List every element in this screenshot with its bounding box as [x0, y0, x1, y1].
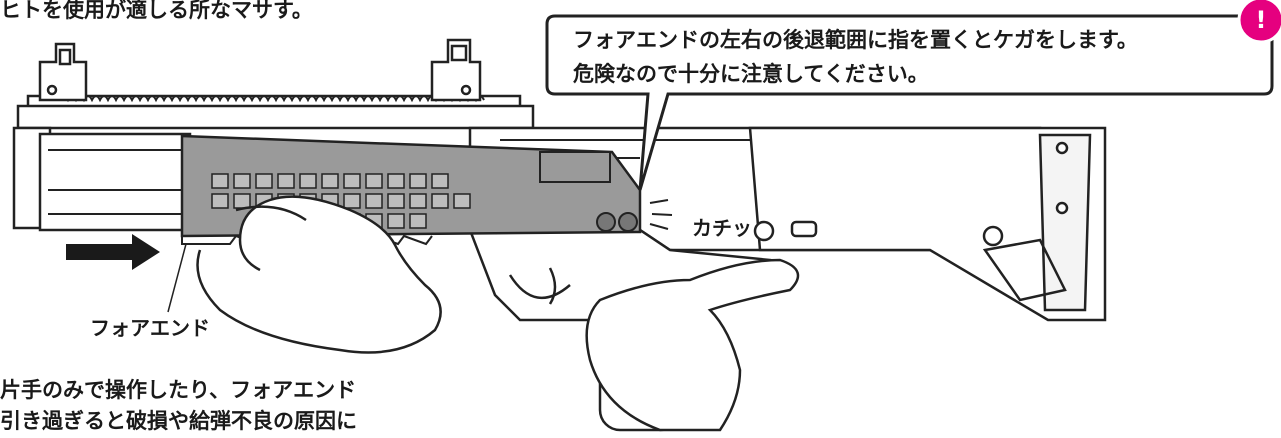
top-text: ヒトを使用が適しる所なマサす。	[0, 0, 313, 22]
note-text-line2: 引き過ぎると破損や給弾不良の原因に	[0, 409, 357, 433]
warning-text-line1: フォアエンドの左右の後退範囲に指を置くとケガをします。	[573, 28, 1138, 52]
stock	[748, 126, 1107, 322]
note-text-line1: 片手のみで操作したり、フォアエンド	[0, 378, 357, 402]
click-sound-marks	[649, 199, 673, 230]
warning-text-line2: 危険なので十分に注意してください。	[573, 62, 929, 86]
front-hand	[196, 195, 442, 354]
forend-label: フォアエンド	[90, 316, 210, 340]
warning-badge-label: !	[1255, 6, 1267, 34]
click-sound-label: カチッ	[692, 216, 752, 240]
front-sight	[38, 42, 88, 102]
top-rail	[16, 94, 535, 130]
warning-badge-icon	[1237, 0, 1281, 44]
push-arrow-icon	[66, 234, 160, 270]
rear-sight	[430, 38, 482, 102]
forend-leader-line	[167, 243, 187, 313]
rear-hand	[585, 258, 800, 432]
